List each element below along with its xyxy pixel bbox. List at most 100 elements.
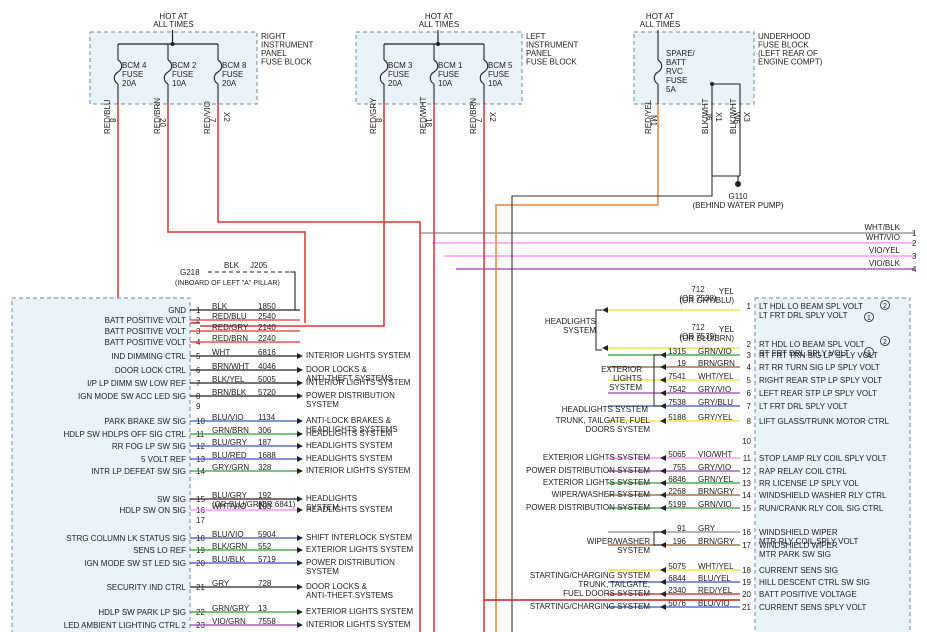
left-destination: HEADLIGHTS SYSTEM (306, 454, 393, 463)
fuse-pin: 7 (208, 118, 217, 123)
right-pin-number: 4 (747, 363, 752, 372)
right-pin-number: 5 (747, 376, 752, 385)
top-ground-wire: BLK (224, 261, 240, 270)
left-wire-color: BLK (212, 302, 228, 311)
bus-wire-number: 1 (912, 229, 917, 238)
ground-conn: X1 (714, 112, 723, 122)
left-dest-arrow (297, 443, 303, 449)
right-wire-color: GRY/BLU (698, 398, 733, 407)
right-dest-arrow (660, 542, 666, 548)
left-destination: INTERIOR LIGHTS SYSTEM (306, 351, 411, 360)
right-source: POWER DISTRIBUTION SYSTEM (526, 466, 650, 475)
right-dest-arrow (660, 480, 666, 486)
left-wire-color: WHT (212, 348, 230, 357)
fuse-wire-label: RED/BLU (103, 99, 112, 134)
right-dest-arrow (660, 567, 666, 573)
fuse-pin: 20 (158, 118, 167, 127)
left-pin-number: 17 (196, 516, 205, 525)
right-pin-function: WINDSHIELD WASHER RLY CTRL (759, 491, 887, 500)
left-wire-color: RED/GRY (212, 323, 249, 332)
left-wire-circuit: 103 (258, 502, 272, 511)
right-wire-circuit: 1315 (668, 347, 686, 356)
right-dest-arrow (660, 364, 666, 370)
wiper-bracket (653, 531, 660, 546)
right-pin-number: 16 (742, 528, 751, 537)
left-pin-function: GND (168, 306, 186, 315)
left-wire-color: BLK/GRN (212, 542, 247, 551)
left-pin-function: SENS LO REF (133, 546, 186, 555)
right-dest-arrow (660, 468, 666, 474)
left-wire-color: GRY (212, 579, 230, 588)
left-dest-arrow (297, 560, 303, 566)
right-wire-circuit: 5199 (668, 500, 686, 509)
left-dest-arrow (297, 456, 303, 462)
right-wire-color: BRN/GRN (698, 359, 735, 368)
left-dest-arrow (297, 507, 303, 513)
left-pin-function: IGN MODE SW ACC LED SIG (78, 392, 186, 401)
top-ground-pin: J205 (250, 261, 268, 270)
wire-red-gry (200, 104, 385, 327)
left-wire-color: BLU/GRY(OR BLU/GRN) (212, 491, 267, 509)
wire-blk-wht (511, 176, 713, 632)
right-pin-number: 19 (742, 578, 751, 587)
right-wire-color: BLU/VIO (698, 599, 730, 608)
left-dest-arrow (297, 609, 303, 615)
left-dest-arrow (297, 584, 303, 590)
right-source: EXTERIOR LIGHTS SYSTEM (543, 478, 650, 487)
left-wire-circuit: 5005 (258, 375, 276, 384)
right-wire-circuit: 2268 (668, 487, 686, 496)
right-dest-arrow (660, 377, 666, 383)
right-pin-function: HILL DESCENT CTRL SW SIG (759, 578, 870, 587)
splice-marker-number: 1 (867, 315, 871, 322)
right-pin-number: 6 (747, 389, 752, 398)
left-dest-arrow (297, 547, 303, 553)
right-dest-arrow (660, 455, 666, 461)
fuse-icon (379, 59, 389, 85)
right-dest-arrow (660, 529, 666, 535)
underhood-fuse-block-box (633, 31, 755, 105)
fuse-wire-label: RED/VIO (203, 101, 212, 134)
left-wire-color: BLU/VIO (212, 413, 244, 422)
left-dest-arrow (297, 535, 303, 541)
right-wire-color: VIO/WHT (698, 450, 732, 459)
top-ground-label: G218 (180, 268, 200, 277)
right-wire-circuit: 19 (677, 359, 686, 368)
left-wire-circuit: 2240 (258, 334, 276, 343)
right-pin-number: 13 (742, 479, 751, 488)
left-destination: DOOR LOCKS &ANTI-THEFT SYSTEMS (306, 582, 393, 600)
ground-pin: W6 (732, 112, 741, 125)
right-wire-circuit: 5075 (668, 562, 686, 571)
left-wire-circuit: 6816 (258, 348, 276, 357)
left-destination: HEADLIGHTS SYSTEM (306, 505, 393, 514)
right-pin-function: RT RR TURN SIG LP SPLY VOLT (759, 363, 880, 372)
right-dest-arrow (602, 345, 608, 351)
right-dest-arrow (660, 352, 666, 358)
fuse-icon (429, 59, 439, 85)
left-pin-function: 5 VOLT REF (141, 455, 186, 464)
left-destination: SHIFT INTERLOCK SYSTEM (306, 533, 412, 542)
left-wire-color: GRY/GRN (212, 463, 249, 472)
right-pin-number: 21 (742, 603, 751, 612)
ground-wire-label: BLK/WHT (729, 98, 738, 134)
right-pin-number: 17 (742, 541, 751, 550)
left-wire-circuit: 187 (258, 438, 272, 447)
right-pin-function: RUN/CRANK RLY COIL SIG CTRL (759, 504, 884, 513)
splice-marker-number: 1 (867, 350, 871, 357)
splice-marker (880, 336, 890, 346)
ground-label: G110 (729, 192, 749, 201)
right-pin-number: 15 (742, 504, 751, 513)
right-source: POWER DISTRIBUTION SYSTEM (526, 503, 650, 512)
right-wire-color: BRN/GRY (698, 537, 735, 546)
right-source: STARTING/CHARGING SYSTEM (530, 602, 650, 611)
left-pin-function: HDLP SW ON SIG (119, 506, 186, 515)
